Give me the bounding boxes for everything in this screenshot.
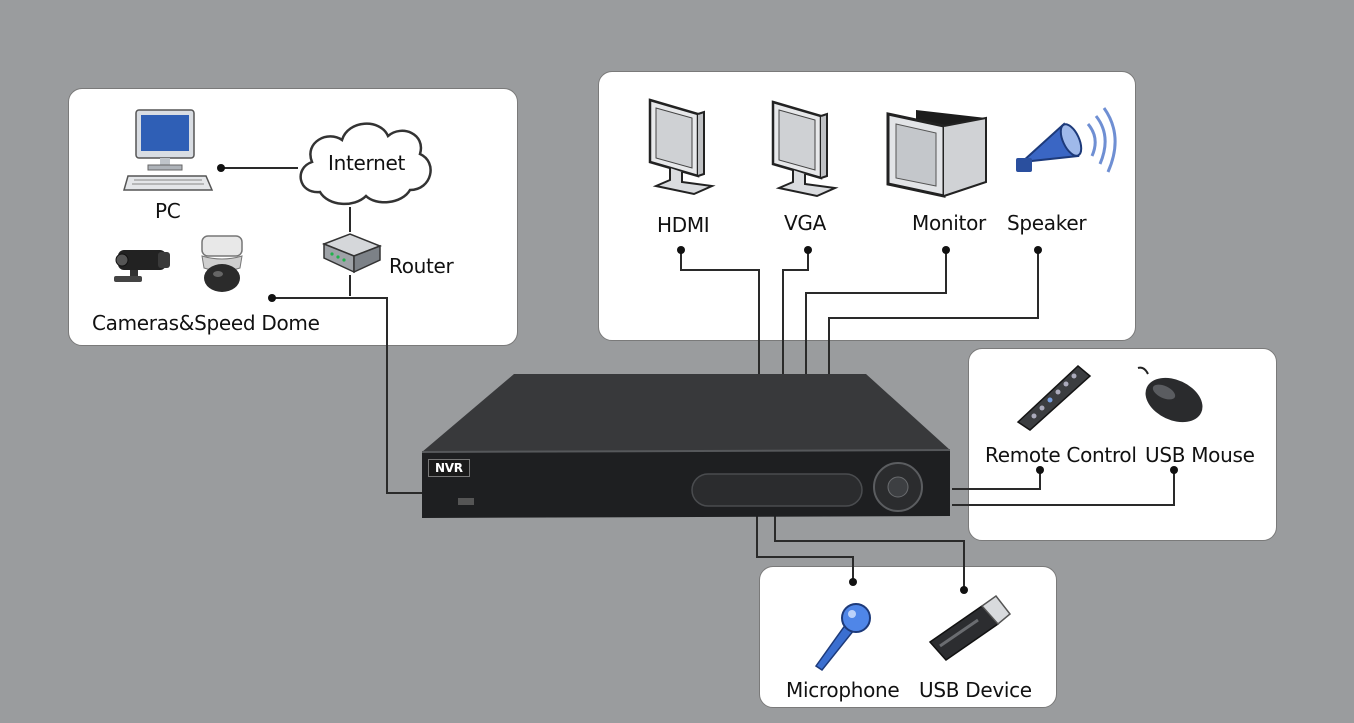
usb-device-icon <box>928 594 1012 661</box>
bullet-camera-icon <box>114 250 170 282</box>
router-label: Router <box>389 254 454 278</box>
usb-mouse-label: USB Mouse <box>1145 443 1255 467</box>
monitor-label: Monitor <box>912 211 986 235</box>
control-panel <box>968 348 1277 541</box>
speaker-icon <box>1016 107 1117 173</box>
monitor-icon <box>886 110 987 198</box>
pc-icon <box>123 109 214 191</box>
usb-device-label: USB Device <box>919 678 1032 702</box>
cameras-label: Cameras&Speed Dome <box>92 311 320 335</box>
speed-dome-icon <box>201 235 243 292</box>
internet-label: Internet <box>328 151 406 175</box>
usb-mouse-icon <box>1137 366 1203 423</box>
remote-control-icon <box>1016 365 1092 431</box>
speaker-label: Speaker <box>1007 211 1087 235</box>
microphone-label: Microphone <box>786 678 900 702</box>
internet-cloud-icon <box>299 122 432 205</box>
vga-label: VGA <box>784 211 826 235</box>
router-icon <box>321 233 383 274</box>
hdmi-display-icon <box>648 98 716 196</box>
nvr-badge: NVR <box>428 459 470 477</box>
vga-display-icon <box>771 100 839 198</box>
remote-control-label: Remote Control <box>985 443 1137 467</box>
hdmi-label: HDMI <box>657 213 710 237</box>
nvr-device <box>421 374 951 518</box>
pc-label: PC <box>155 199 181 223</box>
microphone-icon <box>814 603 871 672</box>
